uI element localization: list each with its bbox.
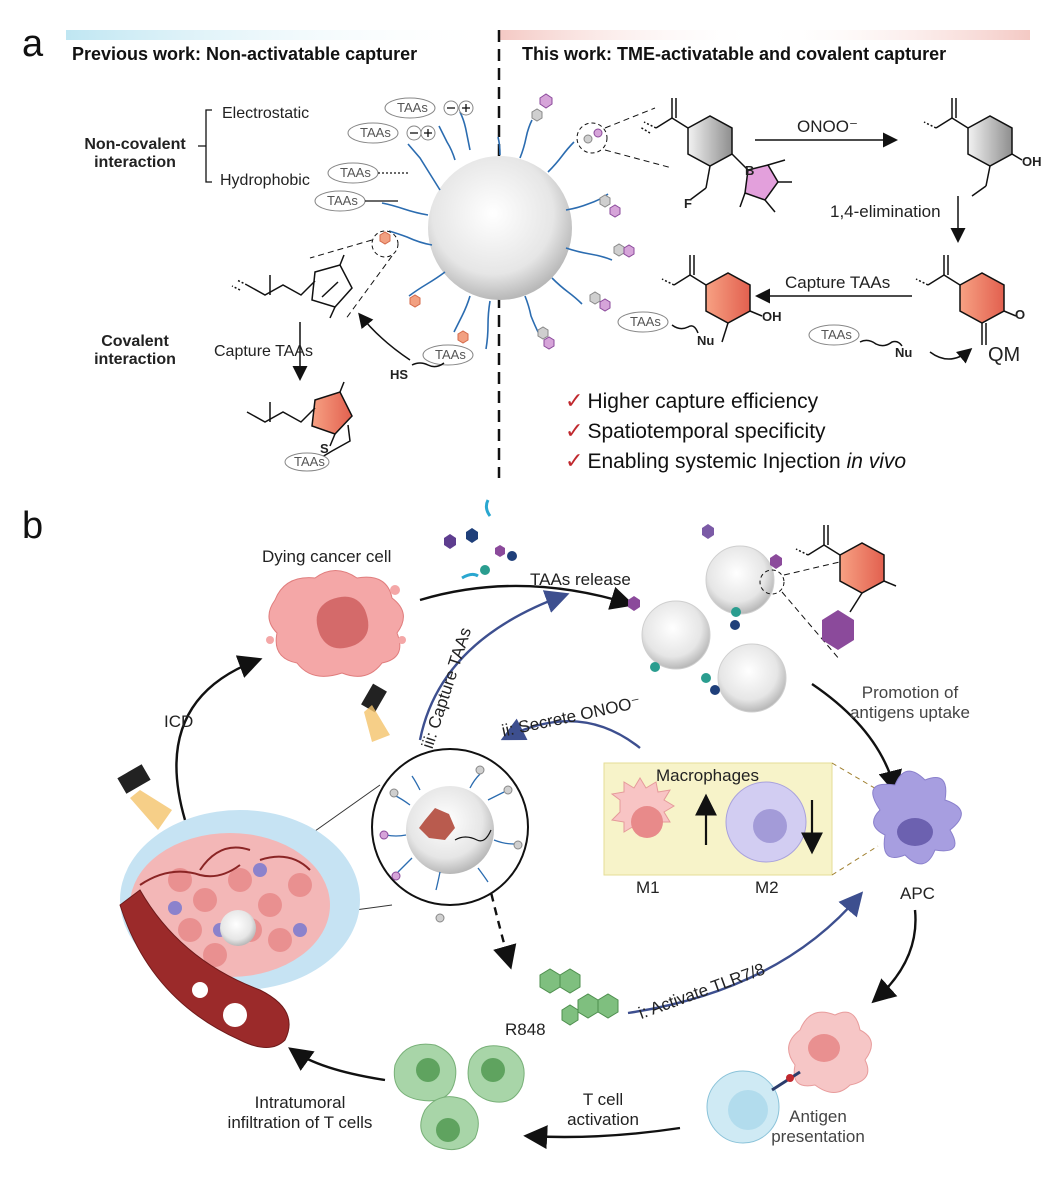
apc-cell bbox=[872, 770, 962, 865]
taas-release-label: TAAs release bbox=[530, 570, 631, 589]
panel-a-letter: a bbox=[22, 23, 44, 65]
antigen-presentation-label: Antigen presentation bbox=[771, 1107, 865, 1146]
m2-macrophage bbox=[725, 781, 807, 863]
quinone-methide bbox=[755, 255, 1017, 364]
oh-label: OH bbox=[1022, 154, 1042, 169]
t-cell-activation-label: T cell activation bbox=[567, 1090, 639, 1129]
blood-vessel bbox=[119, 889, 290, 1048]
elimination-label: 1,4-elimination bbox=[830, 202, 941, 221]
lamp-1 bbox=[117, 764, 172, 830]
taas-tag: TAAs bbox=[327, 193, 358, 208]
capture-taas-left: Capture TAAs bbox=[214, 343, 314, 360]
apc-label: APC bbox=[900, 884, 935, 903]
f-label: F bbox=[684, 196, 692, 211]
left-header-band bbox=[66, 30, 498, 40]
m2-label: M2 bbox=[755, 878, 779, 897]
r848-molecules bbox=[539, 968, 619, 1026]
taas-tag: TAAs bbox=[294, 454, 325, 469]
hs-label: HS bbox=[390, 367, 409, 382]
taas-tag: TAAs bbox=[821, 327, 852, 342]
advantage-3: ✓Enabling systemic Injection in vivo bbox=[565, 448, 907, 473]
zoom-nanoparticle bbox=[371, 748, 529, 923]
dying-cell-label: Dying cancer cell bbox=[262, 547, 392, 566]
advantage-2: ✓Spatiotemporal specificity bbox=[565, 418, 826, 443]
nanoparticle-a bbox=[309, 93, 673, 350]
taas-tags-left bbox=[314, 97, 474, 366]
taas-tag: TAAs bbox=[435, 347, 466, 362]
taas-tag: TAAs bbox=[340, 165, 371, 180]
covalent-label: Covalent interaction bbox=[94, 333, 176, 369]
captured-structure-b bbox=[795, 525, 897, 613]
taas-tag: TAAs bbox=[630, 314, 661, 329]
maleimide-structure bbox=[231, 254, 445, 462]
antigen-presenting-pair bbox=[706, 1011, 872, 1144]
boronate-structure bbox=[639, 98, 898, 213]
right-header: This work: TME-activatable and covalent … bbox=[522, 44, 947, 64]
taas-tag: TAAs bbox=[397, 100, 428, 115]
left-header: Previous work: Non-activatable capturer bbox=[72, 44, 418, 64]
capture-taas-right: Capture TAAs bbox=[785, 273, 891, 292]
captured-product bbox=[661, 255, 763, 343]
qm-label: QM bbox=[988, 344, 1021, 366]
b-label: B bbox=[745, 163, 755, 178]
taas-tag: TAAs bbox=[360, 125, 391, 140]
hydrophobic-label: Hydrophobic bbox=[220, 172, 310, 189]
m1-macrophage bbox=[610, 777, 675, 838]
o-label: O bbox=[1015, 307, 1026, 322]
released-antigens bbox=[444, 499, 517, 580]
right-header-band bbox=[500, 30, 760, 40]
electrostatic-label: Electrostatic bbox=[222, 105, 310, 122]
dying-cancer-cell bbox=[266, 570, 406, 677]
nanoparticle-cluster bbox=[628, 524, 849, 713]
advantage-1: ✓Higher capture efficiency bbox=[565, 388, 819, 413]
r848-label: R848 bbox=[505, 1020, 546, 1039]
panel-b-letter: b bbox=[22, 505, 44, 547]
nu-label: Nu bbox=[895, 345, 913, 360]
noncovalent-label: Non-covalent interaction bbox=[84, 136, 186, 172]
nu-label: Nu bbox=[697, 333, 715, 348]
oh-label: OH bbox=[762, 309, 782, 324]
m1-label: M1 bbox=[636, 878, 660, 897]
macrophages-label: Macrophages bbox=[656, 766, 760, 785]
s-label: S bbox=[320, 441, 329, 456]
infiltration-label: Intratumoral infiltration of T cells bbox=[227, 1093, 373, 1132]
promotion-label: Promotion of antigens uptake bbox=[849, 683, 971, 722]
onoo-label: ONOO⁻ bbox=[797, 117, 858, 136]
lamp-2 bbox=[361, 683, 390, 742]
icd-label: ICD bbox=[164, 712, 194, 731]
